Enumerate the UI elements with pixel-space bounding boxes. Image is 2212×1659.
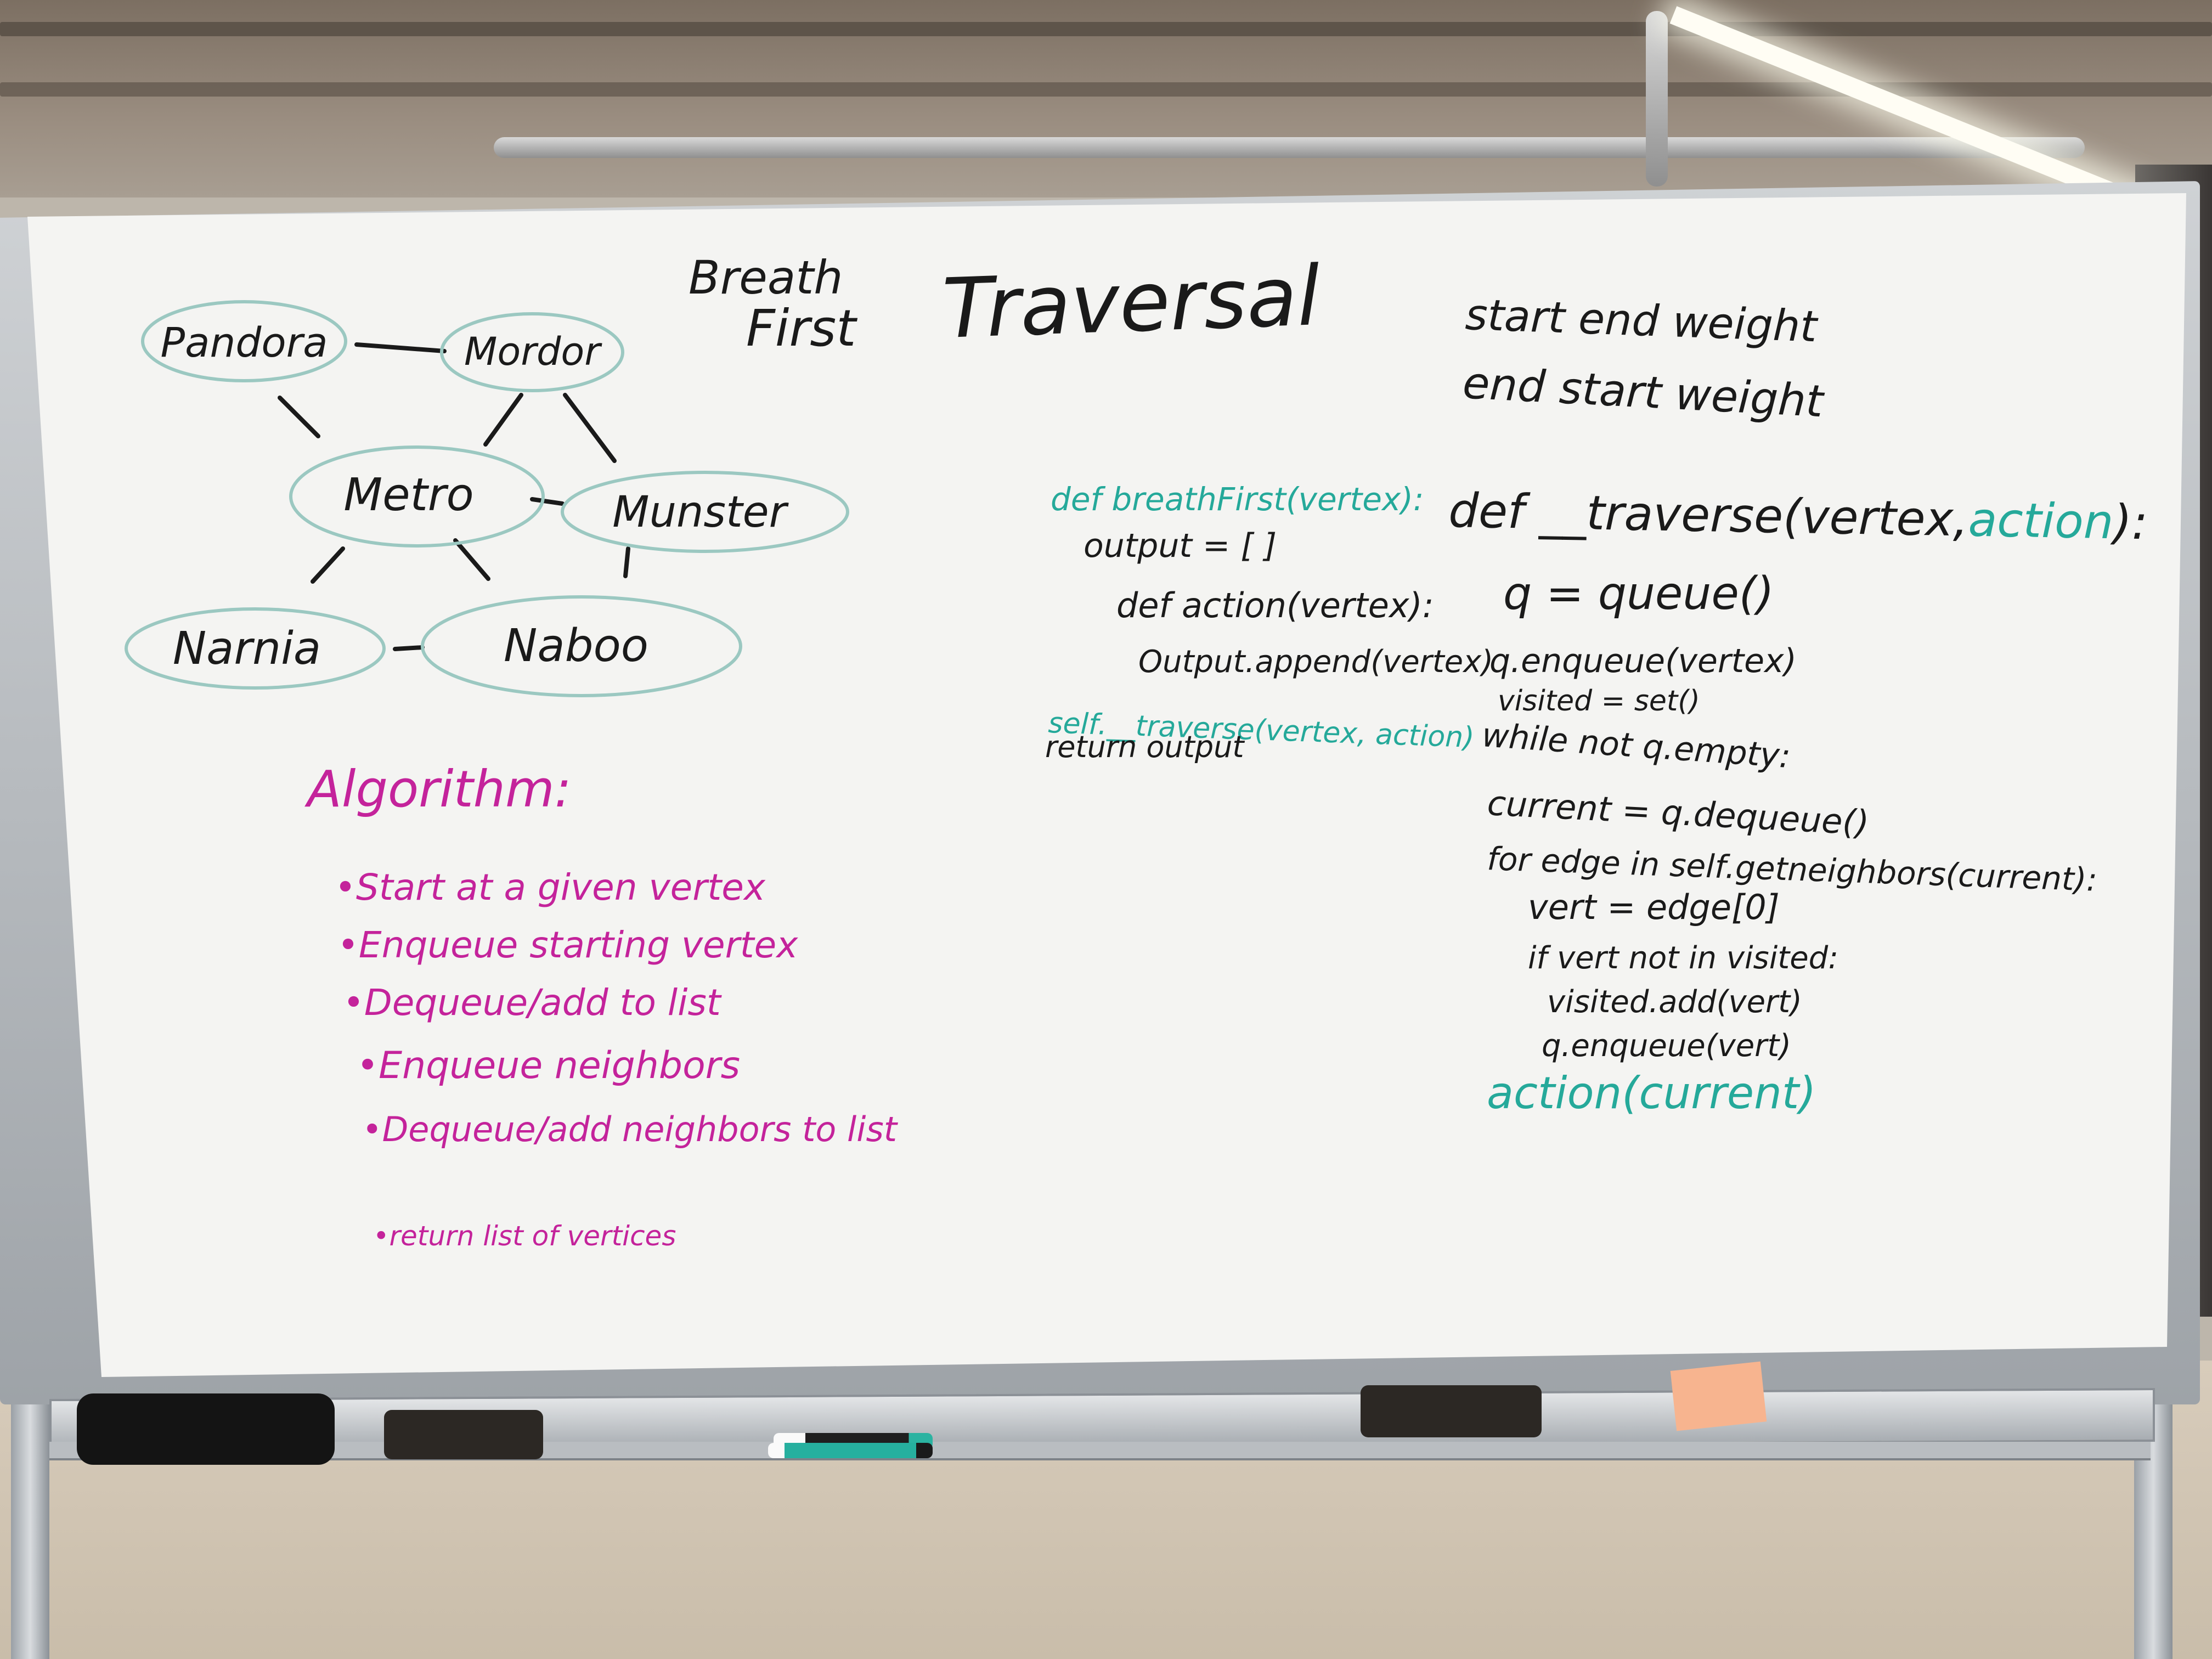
code-right-line: if vert not in visited:	[1528, 940, 1838, 976]
graph-edge	[483, 393, 523, 447]
title-traversal: Traversal	[941, 249, 1322, 357]
ceiling-pipe	[494, 137, 2085, 158]
graph-edge	[563, 393, 617, 463]
title-line1: Breath	[689, 251, 843, 304]
algorithm-heading: Algorithm:	[304, 760, 572, 819]
graph-edge	[393, 645, 425, 651]
algorithm-step: •Enqueue starting vertex	[337, 924, 798, 966]
graph-edge	[311, 546, 345, 584]
graph-node-outline	[421, 595, 742, 697]
algorithm-step: •return list of vertices	[373, 1220, 676, 1252]
code-right-line: q.enqueue(vertex)	[1489, 642, 1797, 680]
algorithm-step: •Dequeue/add neighbors to list	[362, 1109, 899, 1149]
algorithm-step: •Start at a given vertex	[335, 866, 766, 909]
eraser[interactable]	[1361, 1385, 1542, 1437]
code-right-line: q = queue()	[1503, 568, 1774, 620]
marker-tray-lip	[49, 1442, 2151, 1460]
code-left-line: def action(vertex):	[1116, 585, 1434, 625]
algorithm-step: •Dequeue/add to list	[343, 981, 722, 1024]
eraser[interactable]	[384, 1410, 543, 1459]
graph-nodes	[125, 300, 849, 697]
code-right-line: q.enqueue(vert)	[1542, 1028, 1791, 1064]
whiteboard-surface	[27, 193, 2186, 1377]
graph-node-narnia: Narnia	[173, 623, 321, 675]
code-right-last-line: action(current)	[1487, 1068, 1816, 1119]
graph-node-outline	[125, 607, 386, 690]
code-left-line: Output.append(vertex)	[1138, 644, 1493, 680]
cloth-eraser[interactable]	[77, 1393, 335, 1465]
algorithm-step: •Enqueue neighbors	[357, 1044, 740, 1087]
graph-edges	[278, 342, 630, 651]
ceiling-pipe	[1646, 11, 1668, 187]
graph-node-outline	[561, 471, 849, 553]
code-left-line: output = [ ]	[1084, 527, 1277, 565]
graph-edge	[278, 396, 320, 438]
code-right-def: def __traverse(vertex,action):	[1448, 483, 2148, 550]
ceiling-beam	[0, 22, 2212, 36]
graph-node-metro: Metro	[343, 469, 473, 521]
graph-node-pandora: Pandora	[161, 319, 328, 366]
note-start-end-weight: start end weight	[1464, 290, 1819, 352]
graph-node-outline	[289, 445, 545, 548]
graph-node-outline	[141, 300, 347, 382]
graph-node-munster: Munster	[612, 488, 789, 537]
code-left-line: return output	[1045, 730, 1245, 764]
marker-teal[interactable]	[768, 1443, 933, 1458]
ceiling	[0, 0, 2212, 229]
graph-node-outline	[440, 312, 624, 392]
title-line2: First	[746, 299, 857, 358]
graph-edge	[530, 497, 565, 506]
code-right-line: visited = set()	[1498, 685, 1700, 718]
code-right-line: visited.add(vert)	[1547, 984, 1802, 1020]
graph-edge	[453, 538, 490, 581]
graph-node-mordor: Mordor	[464, 329, 602, 374]
graph-edge	[623, 546, 630, 578]
sticky-note[interactable]	[1670, 1361, 1767, 1431]
graph-node-naboo: Naboo	[504, 620, 648, 672]
code-left-def: def breathFirst(vertex):	[1051, 481, 1424, 518]
graph-edge	[354, 342, 447, 353]
code-right-line: vert = edge[0]	[1528, 887, 1780, 927]
